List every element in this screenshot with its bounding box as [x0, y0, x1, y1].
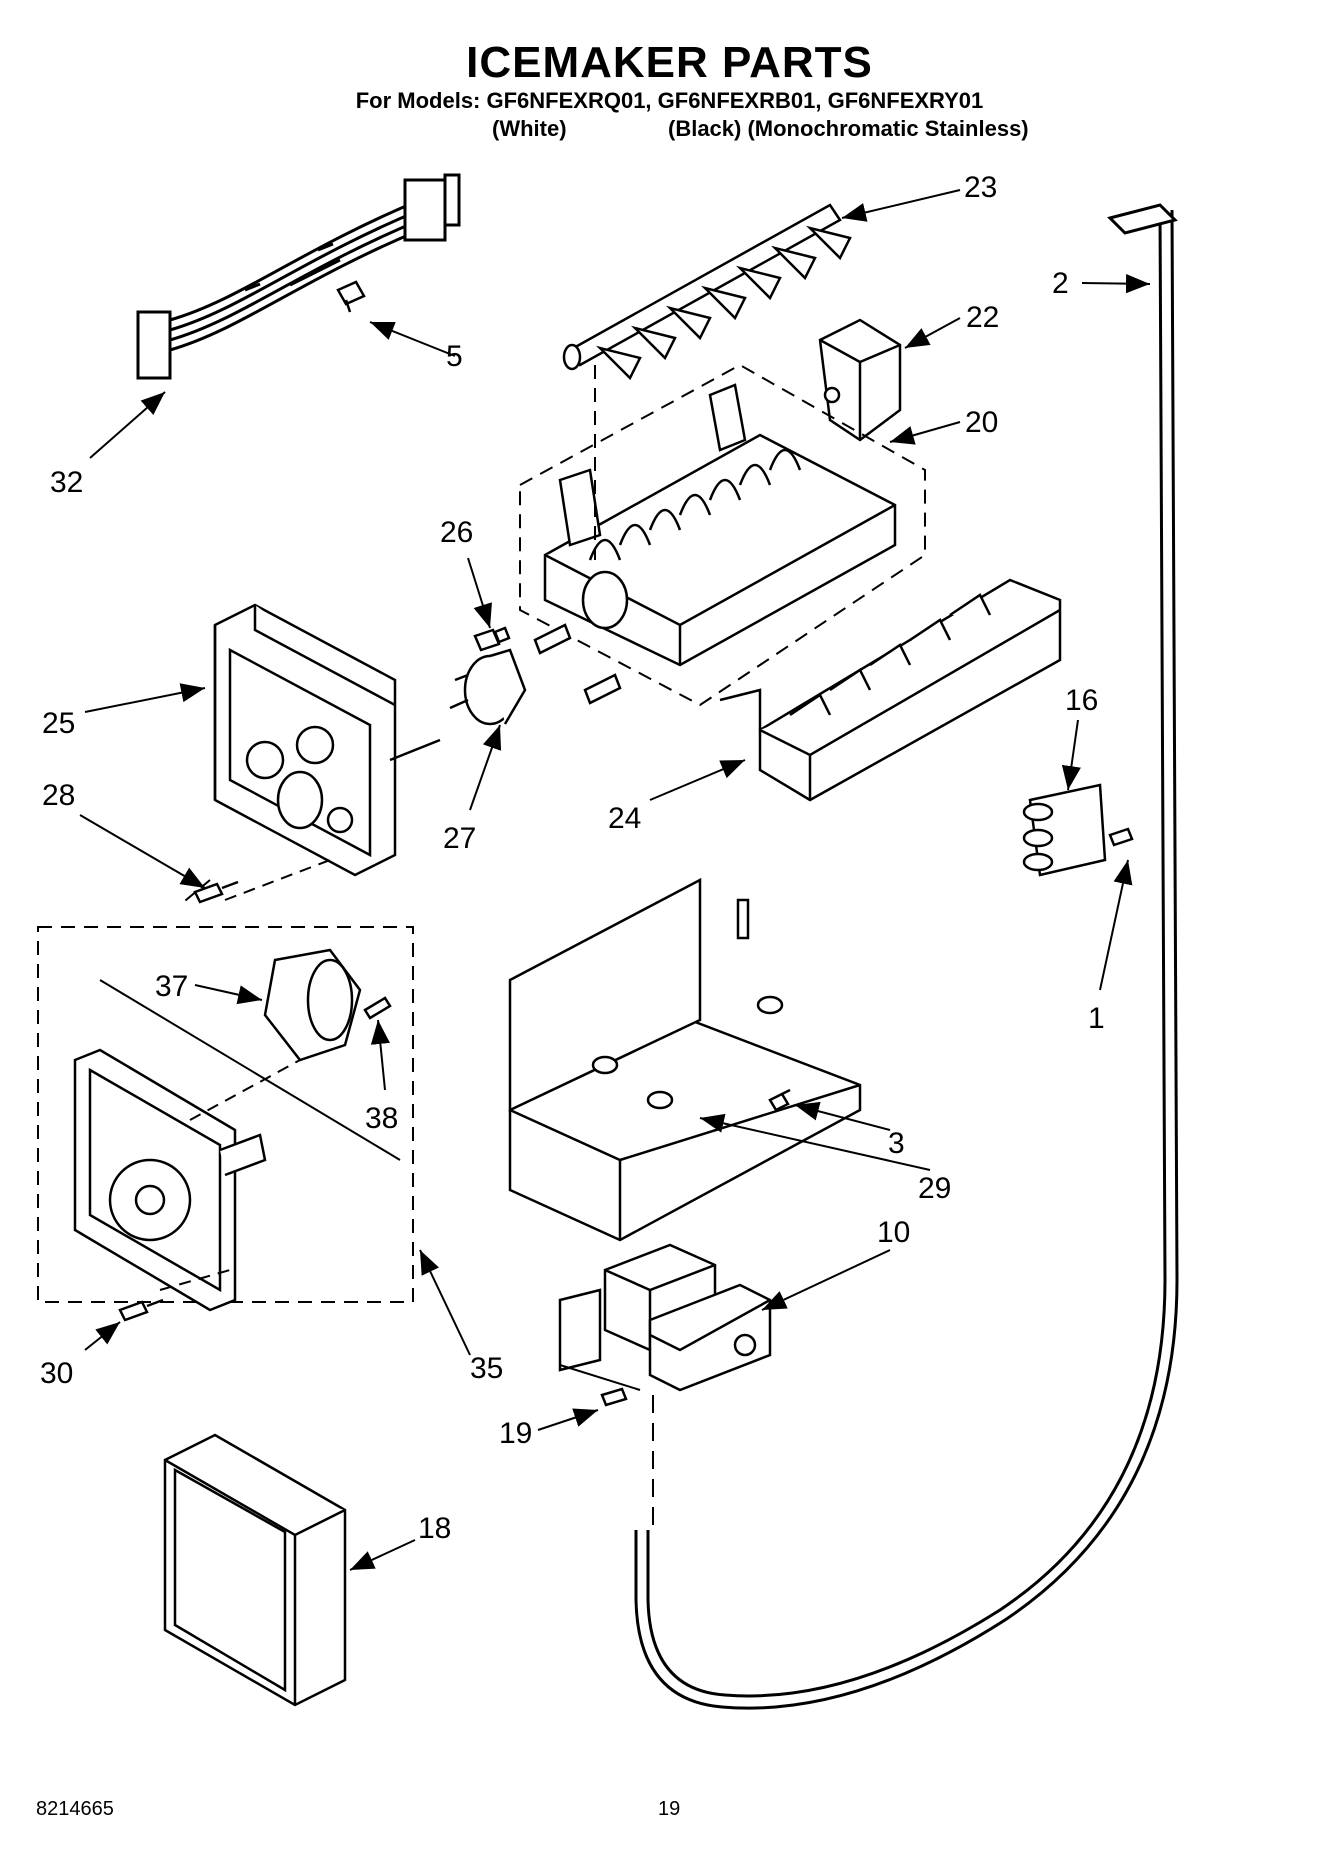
callout-26: 26: [440, 516, 473, 549]
callout-28: 28: [42, 779, 75, 812]
screw-38: [363, 996, 392, 1020]
shelf-bracket-part: [508, 877, 862, 1242]
callout-22: 22: [966, 301, 999, 334]
mold-part: [543, 383, 897, 667]
clamp-part: [1022, 783, 1107, 877]
control-housing-part: [213, 603, 441, 877]
callout-1: 1: [1088, 1002, 1105, 1035]
screw-1: [1108, 827, 1134, 847]
callout-30: 30: [40, 1357, 73, 1390]
screw-19: [600, 1387, 628, 1407]
thermostat-part: [449, 648, 527, 726]
callout-25: 25: [42, 707, 75, 740]
mold-assembly-boundary: [519, 363, 926, 707]
motor-assembly-boundary: [37, 926, 414, 1303]
callout-3: 3: [888, 1127, 905, 1160]
callout-10: 10: [877, 1216, 910, 1249]
page-title: ICEMAKER PARTS: [466, 38, 873, 87]
screw-3: [768, 1088, 791, 1112]
wiring-harness-part: [136, 173, 461, 380]
document-number: 8214665: [36, 1798, 114, 1820]
callout-27: 27: [443, 822, 476, 855]
water-valve-part: [558, 1243, 772, 1392]
variant-black: (Black) (Monochromatic Stainless): [668, 116, 1029, 141]
mold-pins: [533, 623, 622, 705]
page-number: 19: [658, 1798, 681, 1820]
callout-35: 35: [470, 1352, 503, 1385]
callout-23: 23: [964, 171, 997, 204]
callout-5: 5: [446, 340, 463, 373]
callout-38: 38: [365, 1102, 398, 1135]
callout-24: 24: [608, 802, 641, 835]
callout-37: 37: [155, 970, 188, 1003]
ice-stripper-part: [719, 578, 1062, 802]
fill-tube-part: [634, 203, 1179, 1710]
callout-numbers: 1 2 3 5 10 16 18 19 20 22 23 24 25 26 27…: [40, 171, 1105, 1545]
models-line: For Models: GF6NFEXRQ01, GF6NFEXRB01, GF…: [355, 88, 984, 113]
insulation-part: [163, 1433, 347, 1707]
callout-29: 29: [918, 1172, 951, 1205]
variant-white: (White): [492, 116, 567, 141]
callout-19: 19: [499, 1417, 532, 1450]
thermostat-clip-part: [473, 626, 511, 652]
callout-20: 20: [965, 406, 998, 439]
ejector-part: [562, 203, 852, 381]
callout-32: 32: [50, 466, 83, 499]
control-module-part: [73, 1048, 267, 1312]
screw-28: [193, 880, 239, 904]
leader-arrows: [79, 189, 1151, 1571]
motor-part: [263, 948, 362, 1062]
cover-part: [818, 318, 902, 442]
clip-part: [336, 280, 366, 313]
callout-16: 16: [1065, 684, 1098, 717]
callout-18: 18: [418, 1512, 451, 1545]
callout-2: 2: [1052, 267, 1069, 300]
